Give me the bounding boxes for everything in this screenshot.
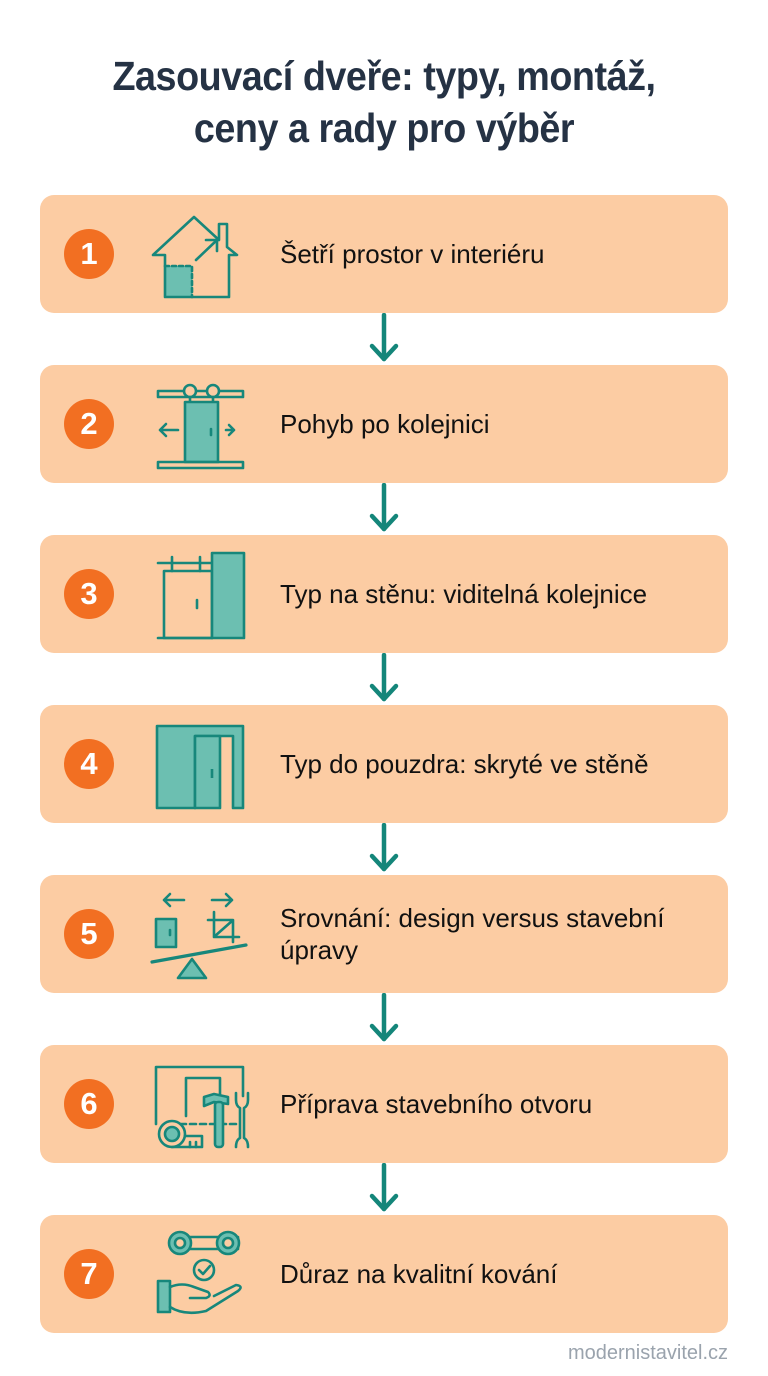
step-card-2: 2 Pohyb po kolejnici: [40, 365, 728, 483]
step-label: Pohyb po kolejnici: [280, 409, 490, 439]
step-card-1: 1 Šetří prostor v interiéru: [40, 195, 728, 313]
construction-tools-icon: [150, 1056, 250, 1152]
arrow-down-icon: [366, 653, 402, 705]
step-number-badge: 7: [64, 1249, 114, 1299]
page-title: Zasouvací dveře: typy, montáž, ceny a ra…: [31, 50, 738, 154]
hand-quality-hardware-icon: [150, 1226, 250, 1322]
step-number-badge: 3: [64, 569, 114, 619]
wall-mounted-door-icon: [150, 546, 250, 642]
step-label: Typ do pouzdra: skryté ve stěně: [280, 749, 649, 779]
arrow-down-icon: [366, 483, 402, 535]
step-card-4: 4 Typ do pouzdra: skryté ve stěně: [40, 705, 728, 823]
step-number-badge: 2: [64, 399, 114, 449]
step-card-6: 6 Příprava stavebního otvoru: [40, 1045, 728, 1163]
step-number-badge: 5: [64, 909, 114, 959]
house-space-saving-icon: [150, 206, 250, 302]
step-label: Příprava stavebního otvoru: [280, 1089, 593, 1119]
step-number-badge: 6: [64, 1079, 114, 1129]
step-label: Typ na stěnu: viditelná kolejnice: [280, 579, 648, 609]
arrow-down-icon: [366, 1163, 402, 1215]
title-line-1: Zasouvací dveře: typy, montáž,: [112, 53, 656, 99]
step-card-7: 7 Důraz na kvalitní kování: [40, 1215, 728, 1333]
balance-scale-comparison-icon: [150, 886, 250, 982]
step-number-badge: 4: [64, 739, 114, 789]
sliding-door-rail-icon: [150, 376, 250, 472]
step-label: Šetří prostor v interiéru: [280, 239, 545, 269]
source-footer: modernistavitel.cz: [567, 1342, 728, 1364]
arrow-down-icon: [366, 313, 402, 365]
arrow-down-icon: [366, 993, 402, 1045]
pocket-door-icon: [150, 716, 250, 812]
step-card-5: 5 Srovnání: design versus stavební úprav…: [40, 875, 728, 993]
step-label: Srovnání: design versus stavební úpravy: [280, 903, 665, 965]
arrow-down-icon: [366, 823, 402, 875]
step-label: Důraz na kvalitní kování: [280, 1259, 558, 1289]
title-line-2: ceny a rady pro výběr: [193, 105, 575, 151]
step-number-badge: 1: [64, 229, 114, 279]
step-card-3: 3 Typ na stěnu: viditelná kolejnice: [40, 535, 728, 653]
